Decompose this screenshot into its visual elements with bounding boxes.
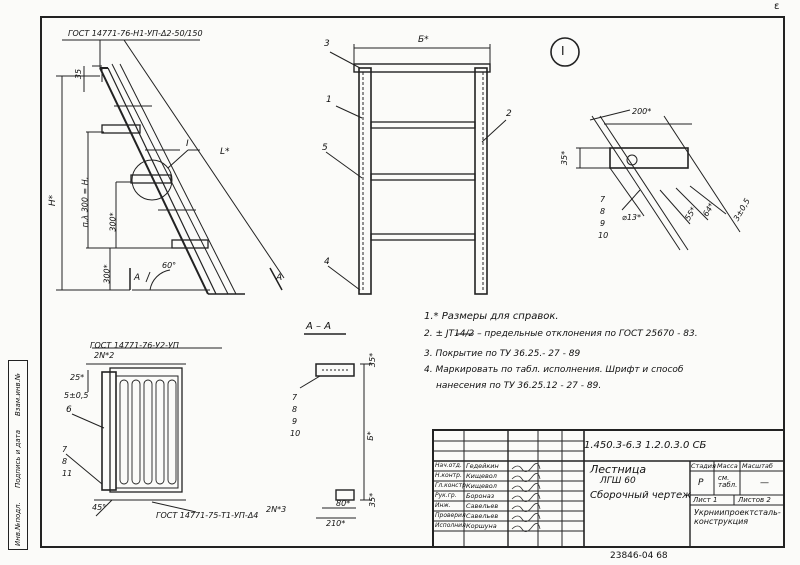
role-2: Гл.констр. — [435, 482, 468, 489]
plan-pos-6: 6 — [66, 405, 72, 415]
detail-pos-10: 10 — [598, 231, 609, 240]
side-dim-n300: п.λ 300 = H, — [80, 176, 90, 228]
name-0: Гедейкин — [466, 462, 499, 470]
note-3: 3. Покрытие по ТУ 36.25.- 27 - 89 — [424, 349, 581, 359]
note-2: 2. ± JT14/2 – предельные отклонения по Г… — [424, 329, 698, 339]
role-1: Н.контр. — [435, 472, 462, 479]
name-1: Кищевол — [466, 472, 497, 480]
side-dim-300a: 300* — [108, 212, 118, 232]
view-label-i: I — [561, 44, 565, 58]
gost-bottom-label: ГОСТ 14771-75-Т1-УП-Δ4 — [156, 511, 259, 520]
front-pos-5: 5 — [322, 143, 328, 153]
side-dim-l: L* — [220, 147, 230, 157]
section-dim-210: 210* — [326, 519, 346, 528]
col-mass: Масса — [717, 462, 738, 470]
name-5: Савельев — [466, 512, 499, 520]
stage-value: Р — [698, 478, 704, 488]
doc-code: 1.450.3-6.3 1.2.0.3.0 СБ — [584, 440, 707, 451]
mass-value: см. табл. — [718, 474, 738, 489]
name-6: Коршуна — [466, 522, 497, 530]
front-pos-2: 2 — [506, 109, 512, 119]
section-dim-35b: 35* — [368, 492, 378, 508]
detail-pos-7: 7 — [600, 195, 606, 204]
role-6: Исполнил — [435, 522, 466, 529]
sheet-number: Лист 1 — [693, 496, 718, 504]
detail-i — [550, 37, 741, 251]
plan-view — [65, 347, 222, 517]
front-view — [325, 44, 507, 295]
plan-pos-11: 11 — [62, 469, 73, 478]
detail-dim-35: 35* — [560, 150, 570, 166]
corner-mark: ε — [774, 1, 780, 12]
note-4-cont: нанесения по ТУ 36.25.12 - 27 - 89. — [436, 381, 602, 391]
sheet-count: Листов 2 — [738, 496, 771, 504]
detail-pos-9: 9 — [600, 219, 606, 228]
front-dim-b: Б* — [418, 35, 429, 45]
footer-code: 23846-04 68 — [610, 551, 668, 561]
detail-dim-200: 200* — [632, 107, 652, 116]
name-4: Савельев — [466, 502, 499, 510]
name-3: Бороназ — [466, 492, 495, 500]
drawing-frame — [40, 16, 785, 548]
scale-value: — — [760, 478, 769, 488]
name-2: Кищевол — [466, 482, 497, 490]
role-5: Проверил — [435, 512, 466, 519]
side-angle-60: 60° — [162, 261, 177, 270]
plan-dim-2n3: 2N*3 — [266, 505, 287, 514]
front-pos-1: 1 — [326, 95, 332, 105]
side-callout-i: I — [186, 139, 189, 149]
side-view — [56, 39, 285, 295]
section-dim-b: Б* — [365, 431, 375, 441]
title-block: 1.450.3-6.3 1.2.0.3.0 СБ Лестница ЛГШ 60… — [432, 429, 785, 548]
side-mark-a2: А — [276, 273, 283, 283]
title-block-grid — [434, 431, 785, 548]
detail-pos-8: 8 — [600, 207, 606, 216]
role-3: Рук.гр. — [435, 492, 457, 499]
note-4: 4. Маркировать по табл. исполнения. Шриф… — [424, 365, 684, 375]
role-4: Инж. — [435, 502, 451, 509]
organization: Укрниипроектсталь- конструкция — [694, 508, 781, 526]
note-1: 1.* Размеры для справок. — [424, 311, 559, 322]
section-view — [299, 333, 372, 519]
side-dim-h: H* — [48, 194, 59, 207]
left-stamp-column: Инв.№подл. Подпись и дата Взам.инв.№ — [8, 360, 30, 550]
title-line-3: Сборочный чертеж — [590, 490, 692, 501]
plan-dim-45: 45° — [92, 503, 107, 512]
section-dim-35: 35* — [368, 352, 378, 368]
front-pos-3: 3 — [324, 39, 330, 49]
title-line-1: Лестница — [590, 463, 647, 476]
front-pos-4: 4 — [324, 257, 330, 267]
side-mark-a1: А — [134, 273, 141, 283]
plan-dim-2n2: 2N*2 — [94, 351, 115, 360]
plan-pos-7: 7 — [62, 445, 68, 454]
gost-top-label: ГОСТ 14771-76-Н1-УП-Δ2-50/150 — [68, 29, 203, 38]
section-pos-10: 10 — [290, 429, 301, 438]
sidebar-replaced-inv: Взам.инв.№ — [14, 372, 22, 416]
side-dim-35: 35 — [74, 68, 84, 80]
role-0: Нач.отд. — [435, 462, 462, 469]
plan-pos-8: 8 — [62, 457, 68, 466]
side-dim-300b: 300* — [102, 264, 112, 284]
plan-dim-25: 25* — [70, 373, 85, 382]
gost-mid-label: ГОСТ 14771-76-У2-УП — [90, 341, 179, 350]
section-pos-9: 9 — [292, 417, 298, 426]
plan-dim-5: 5±0,5 — [64, 391, 89, 400]
col-stage: Стадия — [691, 462, 716, 470]
detail-dim-13: ⌀13* — [622, 213, 641, 222]
sidebar-signature-date: Подпись и дата — [14, 430, 22, 488]
sidebar-inv-no: Инв.№подл. — [14, 502, 22, 546]
section-pos-7: 7 — [292, 393, 298, 402]
section-title: А – А — [306, 321, 332, 332]
section-pos-8: 8 — [292, 405, 298, 414]
col-scale: Масштаб — [742, 462, 773, 470]
section-dim-80: 80* — [336, 499, 351, 508]
title-line-2: ЛГШ 60 — [600, 476, 636, 486]
